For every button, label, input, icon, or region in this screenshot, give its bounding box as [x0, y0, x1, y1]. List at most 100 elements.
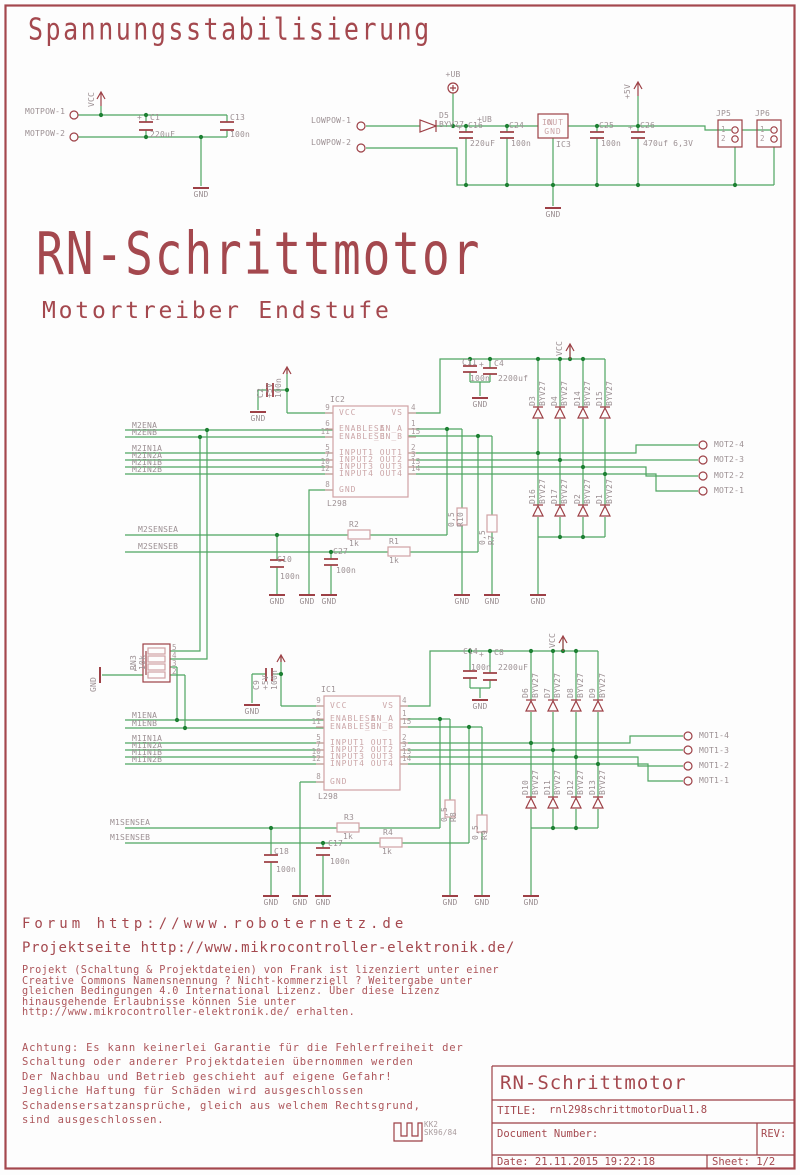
- schematic-label: IC1: [321, 685, 337, 694]
- schematic-label: SEN_B: [364, 722, 394, 731]
- schematic-label: GND: [454, 597, 470, 606]
- title-block-sheet: Sheet: 1/2: [712, 1156, 776, 1168]
- main-title: RN-Schrittmotor: [36, 218, 482, 288]
- schematic-label: BYV27: [605, 478, 614, 504]
- schematic-label: 220uF: [470, 139, 496, 148]
- plus5v-arrow: [282, 365, 292, 375]
- schematic-label: 100n: [601, 139, 622, 148]
- schematic-label: M2IN2B: [132, 465, 163, 474]
- schematic-label: 470uf 6,3V: [643, 139, 694, 148]
- schematic-label: 8: [316, 772, 321, 781]
- schematic-label: INPUT2: [330, 745, 365, 754]
- schematic-label: M2SENSEB: [138, 542, 179, 551]
- schematic-label: 2: [411, 443, 416, 452]
- schematic-label: 4: [411, 403, 416, 412]
- title-block-lines: [491, 1065, 794, 1169]
- schematic-label: 0,5: [447, 511, 456, 527]
- schematic-label: GND: [472, 400, 488, 409]
- schematic-label: KK2: [424, 1120, 439, 1129]
- schematic-label: C24: [509, 121, 525, 130]
- schematic-label: 4: [402, 696, 407, 705]
- schematic-label: VCC: [87, 91, 96, 107]
- schematic-label: 1: [760, 125, 765, 134]
- schematic-label: GND: [250, 414, 266, 423]
- plusub-symbol: [447, 82, 459, 94]
- schematic-label: D12: [566, 779, 575, 795]
- schematic-label: GND: [545, 210, 561, 219]
- schematic-label: 13: [402, 747, 412, 756]
- schematic-label: R8: [449, 811, 458, 822]
- capacitor-symbols: [139, 121, 645, 863]
- jp5-body: [717, 119, 743, 148]
- schematic-label: IC2: [330, 395, 346, 404]
- schematic-label: D3: [528, 395, 537, 406]
- schematic-label: GND: [321, 597, 337, 606]
- schematic-label: SEN_A: [373, 424, 403, 433]
- schematic-label: GND: [442, 898, 458, 907]
- schematic-label: C18: [274, 847, 290, 856]
- schematic-label: 7: [316, 740, 321, 749]
- schematic-label: D1: [595, 493, 604, 504]
- title-block-rev-label: REV:: [761, 1128, 787, 1140]
- schematic-label: C2: [256, 387, 265, 398]
- schematic-label: +: [457, 123, 463, 132]
- schematic-label: BYV27: [576, 672, 585, 698]
- schematic-label: D6: [521, 687, 530, 698]
- schematic-label: 100n: [470, 374, 491, 383]
- schematic-label: 5: [316, 733, 321, 742]
- plus5v-arrow: [633, 80, 643, 96]
- schematic-label: GND: [472, 702, 488, 711]
- schematic-label: INPUT3: [330, 752, 365, 761]
- schematic-label: R10: [456, 511, 465, 527]
- schematic-label: IC3: [556, 140, 572, 149]
- schematic-label: L298: [327, 499, 348, 508]
- schematic-label: M2IN1B: [132, 458, 163, 467]
- schematic-label: OUT3: [370, 752, 394, 761]
- schematic-label: GND: [89, 676, 98, 692]
- schematic-label: ENABLE_A: [330, 714, 377, 723]
- schematic-label: 1: [411, 419, 416, 428]
- schematic-label: 100n: [511, 139, 532, 148]
- schematic-label: 100n: [280, 572, 301, 581]
- schematic-label: INPUT4: [339, 469, 374, 478]
- schematic-label: +UB: [477, 115, 493, 124]
- schematic-label: +5V: [623, 83, 632, 99]
- symbol-layer: [69, 80, 794, 1169]
- forum-link: Forum http://www.roboternetz.de: [22, 916, 408, 932]
- schematic-label: M1SENSEB: [110, 833, 151, 842]
- schematic-label: D15: [595, 390, 604, 406]
- plus5v-arrow: [276, 653, 286, 663]
- schematic-label: BYV27: [583, 380, 592, 406]
- schematic-label: 8: [325, 480, 330, 489]
- schematic-label: 12: [311, 754, 321, 763]
- schematic-label: OUT4: [370, 759, 394, 768]
- schematic-label: INPUT4: [330, 759, 365, 768]
- title-block-title-label: TITLE:: [497, 1104, 537, 1117]
- schematic-label: M2ENA: [132, 421, 158, 430]
- schematic-label: 100n: [330, 857, 351, 866]
- schematic-label: 3: [411, 450, 416, 459]
- schematic-label: D11: [543, 779, 552, 795]
- schematic-label: 10: [320, 457, 330, 466]
- schematic-label: D2: [573, 493, 582, 504]
- schematic-label: D9: [588, 687, 597, 698]
- page-frame: [4, 4, 796, 1170]
- schematic-label: MOT2-1: [714, 486, 745, 495]
- schematic-label: M2ENB: [132, 428, 158, 437]
- resistor-r1: [387, 546, 411, 557]
- schematic-label: M1IN1B: [132, 748, 163, 757]
- schematic-label: C11: [462, 358, 478, 367]
- vcc-arrow: [565, 342, 575, 359]
- schematic-label: 2200uF: [498, 663, 529, 672]
- schematic-label: OUT1: [370, 738, 394, 747]
- schematic-label: 11: [320, 427, 330, 436]
- resistor-r4: [379, 837, 403, 848]
- license-text: Projekt (Schaltung & Projektdateien) von…: [22, 965, 499, 1018]
- schematic-label: MOT1-4: [699, 731, 730, 740]
- schematic-label: 1k: [343, 832, 354, 841]
- schematic-label: MOTPOW-1: [25, 107, 66, 116]
- schematic-label: 15: [411, 427, 421, 436]
- schematic-label: C9: [252, 679, 261, 690]
- schematic-label: BYV27: [560, 380, 569, 406]
